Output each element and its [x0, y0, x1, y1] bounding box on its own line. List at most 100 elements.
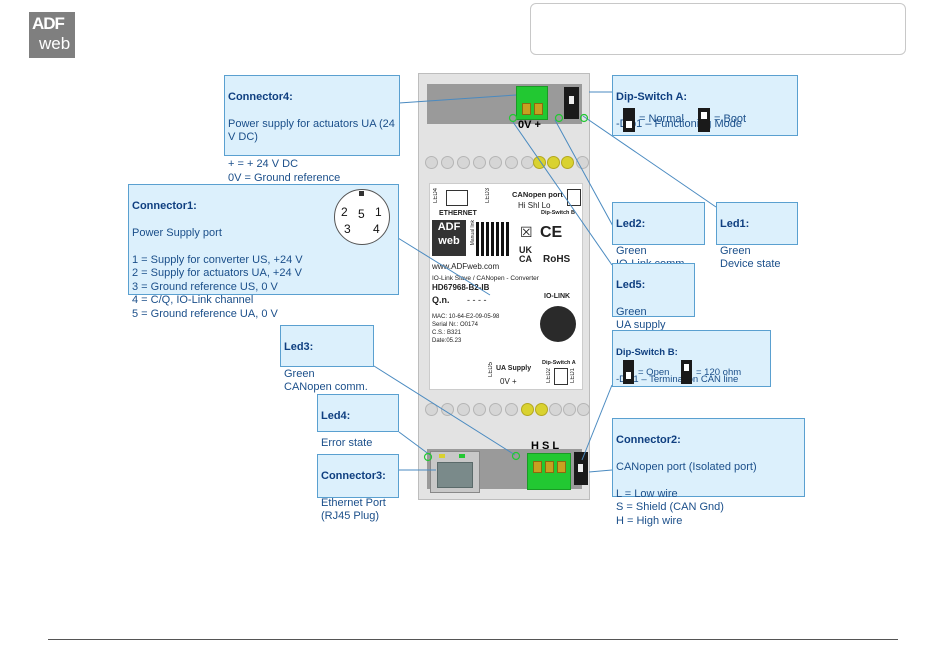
- logo-line2: web: [39, 34, 71, 53]
- leader-led1: [582, 115, 717, 208]
- rohs-mark: RoHS: [543, 254, 571, 265]
- led3-callout: Led3: Green CANopen comm.: [280, 325, 374, 393]
- leader-dip-b: [581, 384, 613, 461]
- led5-marker: [508, 113, 518, 123]
- canopen-pins-text: Hi Shl Lo: [518, 201, 551, 210]
- connector2-body: CANopen port (Isolated port) L = Low wir…: [616, 460, 757, 527]
- dip-open-label: = Open: [638, 367, 670, 378]
- connector2-screw-l: [557, 461, 566, 473]
- led-dot: [489, 403, 502, 416]
- led1-callout: Led1: Green Device state: [716, 202, 798, 270]
- led5-callout: Led5: Green UA supply active: [612, 263, 695, 345]
- iolink-pin-contact: [561, 156, 574, 169]
- dip-b-text: Dip-Switch B: [541, 210, 575, 216]
- pin-label: 4: [373, 222, 380, 236]
- dip-boot-icon: [698, 108, 710, 132]
- connector4-screw-0v: [522, 103, 531, 115]
- connector4-pin-label: 0V +: [518, 119, 541, 131]
- qn-label: Q.n.: [432, 295, 450, 305]
- footer-divider: [48, 639, 898, 640]
- pin-label: 3: [344, 222, 351, 236]
- connector4-screw-plus: [534, 103, 543, 115]
- led-dot: [576, 156, 589, 169]
- connector4-body: Power supply for actuators UA (24 V DC) …: [228, 117, 395, 184]
- led4-title: Led4:: [321, 409, 351, 422]
- led-dot: [457, 403, 470, 416]
- cs-text: C.S.: B321: [432, 330, 462, 336]
- jack-socket: [437, 462, 473, 488]
- can-pin-contact: [535, 403, 548, 416]
- led-dot: [489, 156, 502, 169]
- dip-boot-label: = Boot: [714, 113, 747, 125]
- jack-led: [459, 454, 465, 458]
- serial-text: Serial Nr.: O0174: [432, 322, 479, 328]
- connector1-callout: Connector1: Power Supply port 1 = Supply…: [128, 184, 399, 320]
- dip-normal-icon: [623, 108, 635, 132]
- adfweb-logo: ADF web: [29, 12, 75, 58]
- product-desc-text: IO-Link Slave / CANopen - Converter: [432, 275, 539, 282]
- connector3-body: Ethernet Port (RJ45 Plug): [321, 496, 386, 523]
- leader-connector2: [588, 469, 613, 473]
- led2-marker: [554, 113, 564, 123]
- connector3-callout: Connector3: Ethernet Port (RJ45 Plug): [317, 454, 399, 522]
- adfweb-brand: ADF web: [432, 220, 466, 256]
- weee-icon: ☒: [520, 224, 533, 240]
- logo-line1: ADF: [32, 14, 65, 33]
- ethernet-jack[interactable]: [430, 451, 480, 493]
- connector1-body: Power Supply port 1 = Supply for convert…: [132, 226, 303, 320]
- dip-open-icon: [623, 360, 634, 384]
- header-box: [530, 3, 906, 55]
- iolink-text: IO-LINK: [544, 293, 571, 300]
- jack-led: [439, 454, 445, 458]
- leader-connector1: [397, 237, 491, 296]
- dip-switch-b-icon: [567, 189, 581, 206]
- connector2-screw-s: [545, 461, 554, 473]
- ukca-mark: UK CA: [519, 245, 532, 264]
- dip-switch-b-callout: Dip-Switch B: -Dip1 – Termination CAN li…: [612, 330, 771, 387]
- led-dot: [505, 403, 518, 416]
- led-dot: [549, 403, 562, 416]
- can-pin-contact: [521, 403, 534, 416]
- qn-value: - - - -: [467, 295, 487, 305]
- dip-a-text: Dip-Switch A: [542, 360, 576, 366]
- connector4-callout: Connector4: Power supply for actuators U…: [224, 75, 400, 184]
- leader-connector4: [398, 94, 517, 104]
- ethernet-text: ETHERNET: [439, 210, 477, 217]
- led-dot: [425, 156, 438, 169]
- leader-led5: [512, 121, 613, 266]
- led-dot: [425, 403, 438, 416]
- ua-supply-pins: 0V +: [500, 377, 517, 386]
- website-text: www.ADFweb.com: [432, 262, 500, 271]
- led1-marker: [579, 113, 589, 123]
- led-dot: [473, 156, 486, 169]
- led1-title: Led1:: [720, 217, 750, 230]
- led4-body: Error state: [321, 436, 373, 449]
- qr-code: [476, 222, 510, 256]
- connector1-pinout-icon: 2 5 1 3 4: [334, 189, 390, 245]
- connector2-callout: Connector2: CANopen port (Isolated port)…: [612, 418, 805, 527]
- mac-text: MAC: 10-64-E2-09-05-98: [432, 314, 500, 320]
- connector2-screw-h: [533, 461, 542, 473]
- led-dot: [457, 156, 470, 169]
- dip-switch-a-icon: [554, 368, 568, 385]
- pin-label: 5: [358, 207, 365, 221]
- product-code-text: HD67968-B2-IB: [432, 283, 490, 292]
- dip-120ohm-label: = 120 ohm: [696, 367, 742, 378]
- ua-supply-text: UA Supply: [496, 365, 532, 372]
- led3-body: Green CANopen comm.: [284, 367, 368, 394]
- led3-title: Led3:: [284, 340, 314, 353]
- pin-label: 1: [375, 205, 382, 219]
- led-dot: [441, 403, 454, 416]
- led2-callout: Led2: Green IO-Link comm.: [612, 202, 705, 270]
- key-notch: [359, 191, 364, 196]
- connector4-title: Connector4:: [228, 90, 293, 103]
- led5-title: Led5:: [616, 278, 646, 291]
- date-text: Date:05.23: [432, 338, 462, 344]
- connector2-title: Connector2:: [616, 433, 681, 446]
- ce-mark: CE: [540, 224, 563, 241]
- led-dot: [505, 156, 518, 169]
- leader-led4: [398, 431, 431, 456]
- top-rail: [427, 84, 582, 124]
- led4-marker: [423, 452, 433, 462]
